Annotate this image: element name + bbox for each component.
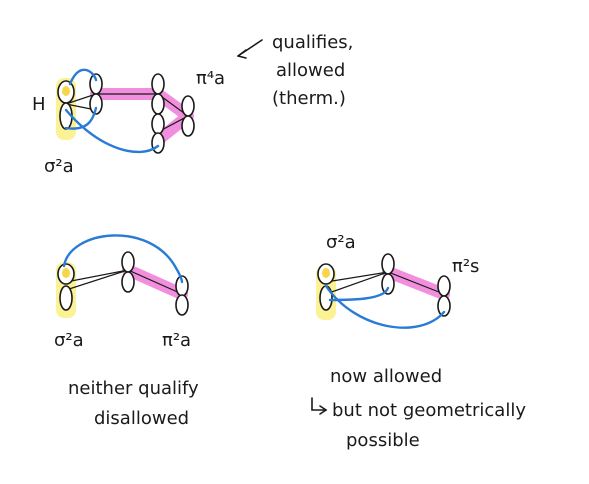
interaction-arc-2 [62,234,184,284]
pi-system-highlight [90,88,194,146]
bond-extra-3 [325,271,389,295]
sigma-label-3: σ²a [326,232,356,253]
bond-extra-2 [65,269,129,291]
caption-3-arrowhead [319,405,328,415]
note-line-1: qualifies, [272,32,353,53]
sigma-label-2: σ²a [54,330,84,351]
caption-2-line-1: neither qualify [68,378,199,399]
note-line-3: (therm.) [272,88,346,109]
p-orbital-2a [121,251,135,293]
sigma-orbital-3 [317,263,335,311]
pi-label-2: π²a [162,330,191,351]
pi-label-1: π⁴a [196,68,225,89]
caption-2-line-2: disallowed [94,408,189,429]
interaction-sigma-lower [64,106,98,130]
p-orbital-2b [175,275,189,316]
sigma-label-1: σ²a [44,156,74,177]
diagram-sigma2a-pi4a: H σ²a π⁴a qualifies, allowed (therm.) [32,32,353,177]
caption-3-line-2: but not geometrically [332,400,526,421]
interaction-far-3 [324,284,446,329]
p-orbital-3b [437,275,451,317]
diagram-sigma2a-pi2a: σ²a π²a neither qualify disallowed [54,234,199,429]
p-orbital-1 [89,73,103,115]
caption-3-line-3: possible [346,430,420,451]
interaction-top [68,68,98,86]
h-atom-label: H [32,94,46,115]
sigma-orbital-2 [57,263,75,311]
interaction-near-3 [328,286,390,302]
caption-3-arrow [311,397,327,411]
pi-label-3: π²s [452,256,479,277]
p-orbital-3a [381,253,395,295]
caption-3-line-1: now allowed [330,366,442,387]
interaction-sigma-terminus [64,108,160,154]
note-arrowhead [237,49,247,59]
diagram-sigma2a-pi2s: σ²a π²s now allowed but not geometricall… [311,232,526,451]
p-orbital-3 [181,95,195,137]
note-line-2: allowed [276,60,345,81]
